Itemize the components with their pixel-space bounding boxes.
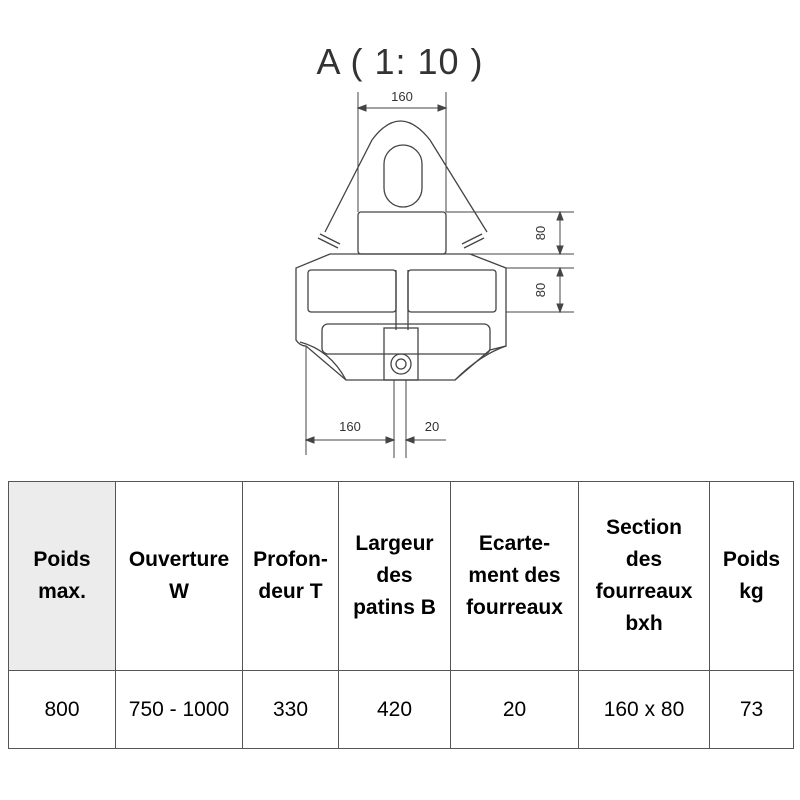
header-ouverture: Ouverture W (115, 481, 243, 671)
header-line: des (625, 548, 663, 571)
drawing-title: A ( 1: 10 ) (316, 41, 483, 82)
header-line: Largeur (355, 532, 434, 555)
header-line: Ouverture (128, 548, 230, 571)
header-poids-kg: Poids kg (709, 481, 794, 671)
center-web (395, 270, 409, 330)
header-line: deur T (258, 580, 323, 603)
upper-box (357, 211, 447, 255)
header-line: patins B (353, 596, 436, 619)
header-line: Section (606, 516, 682, 539)
header-line: max. (38, 580, 86, 603)
header-poids-max: Poids max. (8, 481, 116, 671)
cell-ouverture: 750 - 1000 (115, 670, 243, 749)
header-line: des (376, 564, 413, 587)
technical-drawing: A ( 1: 10 ) (295, 41, 574, 458)
header-line: fourreaux (595, 580, 693, 603)
cell-ecartement: 20 (450, 670, 579, 749)
header-section: Section des fourreaux bxh (578, 481, 710, 671)
header-line: Ecarte- (478, 532, 551, 555)
header-line: W (169, 580, 189, 603)
cell-largeur: 420 (338, 670, 451, 749)
header-line: bxh (625, 612, 663, 635)
lower-trough (321, 323, 491, 355)
cell-section: 160 x 80 (578, 670, 710, 749)
header-line: fourreaux (466, 596, 563, 619)
dim-top-160: 160 (391, 89, 413, 104)
cell-poids-kg: 73 (709, 670, 794, 749)
hub-box (383, 327, 419, 381)
hub-circle (390, 353, 412, 375)
header-profondeur: Profon- deur T (242, 481, 339, 671)
spec-table: Poids max. Ouverture W Profon- deur T La… (8, 481, 794, 749)
cell-poids-max: 800 (8, 670, 116, 749)
header-largeur: Largeur des patins B (338, 481, 451, 671)
dim-bottom-20: 20 (425, 419, 439, 434)
oval-opening (383, 144, 423, 208)
header-line: Poids (33, 548, 91, 571)
hub-inner-circle (395, 358, 407, 370)
header-line: ment des (468, 564, 561, 587)
head-outline (324, 120, 488, 233)
bottom-skirt (299, 341, 507, 381)
left-slot (317, 233, 341, 249)
dim-right-upper-80: 80 (533, 226, 548, 240)
left-compartment (307, 269, 397, 313)
header-row: Poids max. Ouverture W Profon- deur T La… (8, 481, 794, 671)
dim-right-lower-80: 80 (533, 283, 548, 297)
cell-profondeur: 330 (242, 670, 339, 749)
header-line: Poids (722, 548, 781, 571)
dim-bottom-160: 160 (339, 419, 361, 434)
header-line: Profon- (253, 548, 328, 571)
right-compartment (407, 269, 497, 313)
right-slot (461, 233, 485, 249)
main-body (295, 253, 507, 381)
table-row: 800 750 - 1000 330 420 20 160 x 80 73 (8, 670, 794, 749)
header-line: kg (739, 580, 764, 603)
header-ecartement: Ecarte- ment des fourreaux (450, 481, 579, 671)
